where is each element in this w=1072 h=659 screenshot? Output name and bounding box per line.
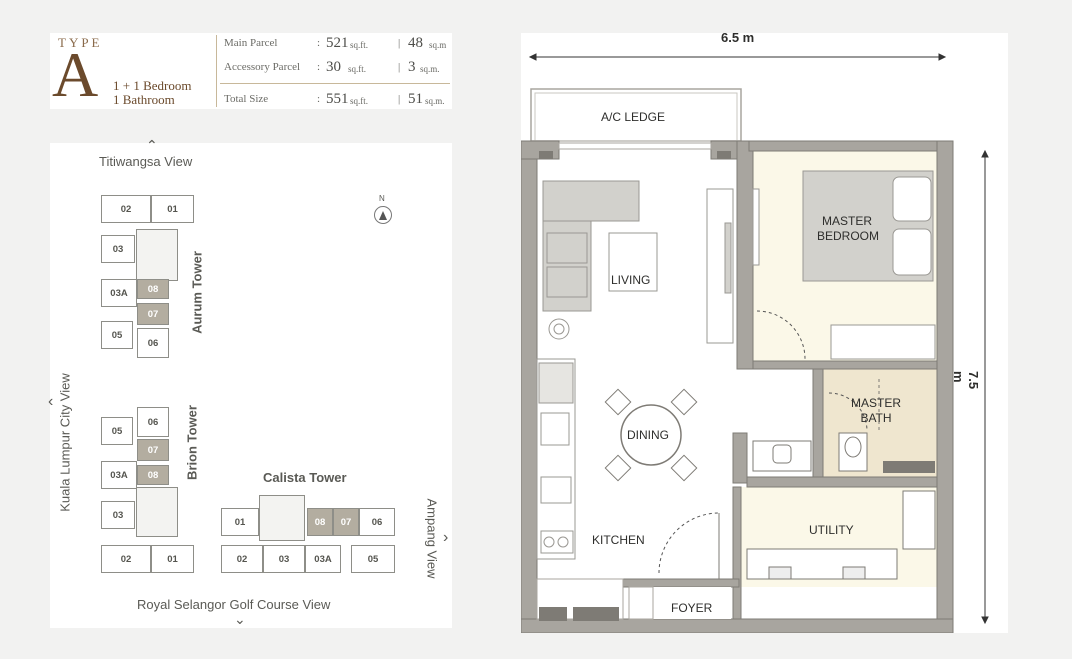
view-label-left: Kuala Lumpur City View — [57, 373, 73, 512]
row-bar: | — [398, 93, 401, 105]
caret-down-icon: ⌄ — [234, 611, 246, 627]
sqm-unit: sq.m — [429, 40, 447, 50]
unit-aurum-03[interactable]: 03 — [101, 235, 135, 263]
room-ac-ledge: A/C LEDGE — [601, 110, 666, 124]
bedroom-furniture — [752, 170, 936, 360]
calista-core — [259, 495, 305, 541]
type-letter: A — [52, 39, 99, 110]
unit-aurum-05[interactable]: 05 — [101, 321, 133, 349]
unit-aurum-06[interactable]: 06 — [137, 328, 169, 358]
bedroom-count: 1 + 1 Bedroom — [113, 78, 192, 93]
sqft-unit: sq.ft. — [350, 40, 368, 50]
room-summary: 1 + 1 Bedroom 1 Bathroom — [113, 79, 191, 107]
calista-tower-label: Calista Tower — [263, 470, 347, 485]
type-label: TYPE — [58, 35, 103, 50]
room-master-bath: MASTER BATH — [846, 396, 906, 426]
unit-calista-03[interactable]: 03 — [263, 545, 305, 573]
accessory-parcel-row: Accessory Parcel : 30 sq.ft. | 3 sq.m. — [224, 59, 452, 77]
row-colon: : — [317, 61, 321, 73]
room-label-line: MASTER — [821, 214, 872, 228]
unit-aurum-08[interactable]: 08 — [137, 279, 169, 299]
room-utility: UTILITY — [809, 523, 854, 537]
view-label-right: Ampang View — [424, 498, 440, 579]
unit-brion-08[interactable]: 08 — [137, 465, 169, 485]
caret-up-icon: ⌃ — [146, 137, 158, 153]
sqft-value: 30 — [326, 59, 341, 75]
bathroom-count: 1 Bathroom — [113, 92, 175, 107]
height-dimension: 7.5 m — [951, 371, 981, 390]
row-bar: | — [398, 61, 401, 73]
sqm-value: 48 — [408, 35, 423, 51]
room-label-line: BATH — [860, 411, 892, 425]
dimension-lines — [528, 53, 989, 625]
sqm-value: 3 — [408, 59, 416, 75]
unit-brion-01[interactable]: 01 — [151, 545, 194, 573]
utility-fixtures — [658, 490, 936, 580]
unit-brion-06[interactable]: 06 — [137, 407, 169, 437]
walls — [521, 140, 954, 633]
room-label-line: BEDROOM — [817, 229, 880, 243]
unit-calista-07[interactable]: 07 — [333, 508, 359, 536]
row-label: Accessory Parcel — [224, 61, 301, 73]
living-furniture — [542, 180, 734, 344]
unit-type-card: TYPE A 1 + 1 Bedroom 1 Bathroom Main Par… — [50, 33, 452, 109]
unit-brion-07[interactable]: 07 — [137, 439, 169, 461]
sqft-value: 521 — [326, 35, 349, 51]
ac-ledge-outline — [530, 88, 742, 142]
room-foyer: FOYER — [671, 601, 713, 615]
room-master-bedroom: MASTER BEDROOM — [817, 214, 880, 244]
view-label-top: Titiwangsa View — [99, 154, 193, 169]
sqm-unit: sq.m. — [420, 64, 440, 74]
sqft-unit: sq.ft. — [348, 64, 366, 74]
unit-aurum-07[interactable]: 07 — [137, 303, 169, 325]
kitchen-counter — [536, 358, 576, 560]
brion-core — [136, 487, 178, 537]
aurum-core — [136, 229, 178, 281]
unit-aurum-03a[interactable]: 03A — [101, 279, 137, 307]
unit-calista-06[interactable]: 06 — [359, 508, 395, 536]
unit-brion-03[interactable]: 03 — [101, 501, 135, 529]
total-size-row: Total Size : 551 sq.ft. | 51 sq.m. — [224, 91, 452, 109]
unit-brion-05[interactable]: 05 — [101, 417, 133, 445]
key-plan: ⌃ Titiwangsa View Kuala Lumpur City View… — [48, 137, 452, 628]
dining-set — [604, 388, 698, 482]
aurum-tower-label: Aurum Tower — [189, 251, 205, 334]
floor-plan: 6.5 m 7.5 m A/C LEDGE MASTER BEDROOM LIV… — [521, 30, 1008, 633]
sqm-value: 51 — [408, 91, 423, 107]
divider — [220, 83, 450, 84]
row-colon: : — [317, 93, 321, 105]
room-kitchen: KITCHEN — [592, 533, 645, 547]
caret-left-icon: ‹ — [48, 393, 54, 410]
unit-brion-02[interactable]: 02 — [101, 545, 151, 573]
unit-aurum-02[interactable]: 02 — [101, 195, 151, 223]
north-arrow-icon — [374, 206, 392, 224]
floor-plan-drawing — [521, 53, 989, 633]
main-parcel-row: Main Parcel : 521 sq.ft. | 48 sq.m — [224, 35, 452, 53]
room-dining: DINING — [627, 428, 669, 442]
divider — [216, 35, 217, 107]
sqft-unit: sq.ft. — [350, 96, 368, 106]
sqm-unit: sq.m. — [425, 96, 445, 106]
row-bar: | — [398, 37, 401, 49]
row-colon: : — [317, 37, 321, 49]
sqft-value: 551 — [326, 91, 349, 107]
caret-right-icon: › — [443, 529, 449, 546]
row-label: Main Parcel — [224, 37, 278, 49]
brion-tower-label: Brion Tower — [184, 405, 200, 480]
width-dimension: 6.5 m — [721, 30, 755, 45]
room-label-line: MASTER — [850, 396, 901, 410]
bath-fixtures — [752, 379, 880, 472]
unit-calista-05[interactable]: 05 — [351, 545, 395, 573]
unit-aurum-01[interactable]: 01 — [151, 195, 194, 223]
view-label-bottom: Royal Selangor Golf Course View — [137, 597, 331, 612]
unit-calista-02[interactable]: 02 — [221, 545, 263, 573]
unit-calista-08[interactable]: 08 — [307, 508, 333, 536]
fixtures-dark — [539, 151, 935, 621]
north-label: N — [379, 194, 385, 203]
unit-calista-03a[interactable]: 03A — [305, 545, 341, 573]
room-living: LIVING — [611, 273, 651, 287]
unit-brion-03a[interactable]: 03A — [101, 461, 137, 489]
unit-calista-01[interactable]: 01 — [221, 508, 259, 536]
row-label: Total Size — [224, 93, 269, 105]
